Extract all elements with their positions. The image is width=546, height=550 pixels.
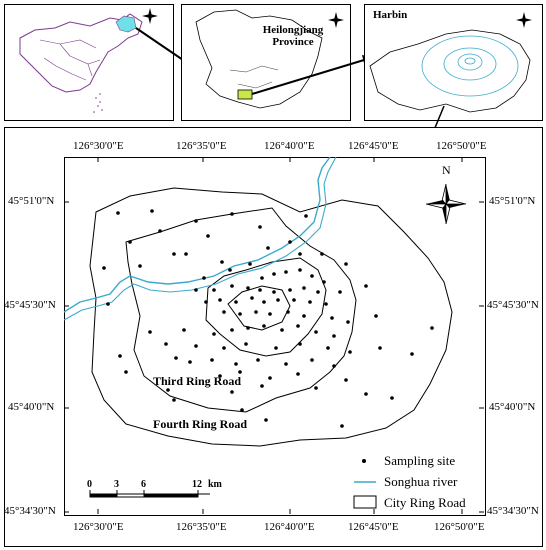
right-axis-label: 45°45'30"N <box>487 299 539 311</box>
second-ring-road <box>205 257 327 357</box>
china-provinces <box>39 39 101 81</box>
fourth-ring-road <box>89 187 453 447</box>
scale-label: 6 <box>141 479 146 490</box>
city-ring-3 <box>443 47 497 81</box>
left-axis-label: 45°40'0"N <box>8 401 55 413</box>
city-title: Harbin <box>373 9 408 21</box>
city-ring-4 <box>421 35 519 97</box>
connector-arrow-1 <box>135 27 187 63</box>
top-axis-label: 126°45'0"E <box>348 140 399 152</box>
city-ring-1 <box>464 57 476 65</box>
north-label: N <box>442 163 451 177</box>
songhua-river-bank <box>63 156 337 321</box>
bottom-axis-label: 126°45'0"E <box>348 521 399 533</box>
harbin-locator <box>237 89 253 100</box>
left-axis-label: 45°34'30"N <box>4 505 56 517</box>
south-sea-islands <box>93 93 103 113</box>
fourth-ring-label: Fourth Ring Road <box>153 417 248 431</box>
china-outline <box>19 13 143 93</box>
legend-dot-icon <box>362 459 366 463</box>
scale-bar <box>89 490 210 498</box>
scale-label: 12 <box>192 479 202 490</box>
scale-label: 3 <box>114 479 119 490</box>
first-ring-road <box>227 285 291 331</box>
city-outline <box>369 29 531 113</box>
top-axis-label: 126°35'0"E <box>176 140 227 152</box>
right-axis-label: 45°51'0"N <box>489 195 536 207</box>
province-title: Heilongjiang Province <box>262 24 324 48</box>
bottom-axis-label: 126°50'0"E <box>434 521 485 533</box>
top-axis-label: 126°40'0"E <box>264 140 315 152</box>
china-inset-panel <box>4 4 174 121</box>
legend-label-sampling: Sampling site <box>384 453 456 468</box>
axis-ticks <box>64 157 484 514</box>
bottom-axis-label: 126°30'0"E <box>73 521 124 533</box>
province-outline <box>195 9 323 109</box>
legend-box-icon <box>353 495 377 509</box>
left-axis-label: 45°51'0"N <box>8 195 55 207</box>
bottom-axis-label: 126°40'0"E <box>264 521 315 533</box>
north-arrow-small-3 <box>516 12 532 28</box>
left-axis-label: 45°45'30"N <box>4 299 56 311</box>
top-axis-label: 126°30'0"E <box>73 140 124 152</box>
connector-arrow-2 <box>251 59 365 95</box>
third-ring-road <box>125 207 357 413</box>
north-arrow-small-1 <box>142 8 158 24</box>
bottom-axis-label: 126°35'0"E <box>176 521 227 533</box>
third-ring-label: Third Ring Road <box>153 374 242 388</box>
legend-label-ring: City Ring Road <box>384 495 466 510</box>
legend-label-river: Songhua river <box>384 474 458 489</box>
top-axis-label: 126°50'0"E <box>436 140 487 152</box>
scale-unit: km <box>208 479 222 490</box>
right-axis-label: 45°40'0"N <box>489 401 536 413</box>
sampling-sites <box>102 209 434 428</box>
legend-symbols <box>353 459 377 509</box>
city-ring-2 <box>457 53 483 71</box>
right-axis-label: 45°34'30"N <box>487 505 539 517</box>
main-map-frame <box>64 157 486 516</box>
north-arrow-small-2 <box>328 12 344 28</box>
north-arrow-icon <box>425 183 467 225</box>
songhua-river <box>63 156 331 313</box>
scale-label: 0 <box>87 479 92 490</box>
